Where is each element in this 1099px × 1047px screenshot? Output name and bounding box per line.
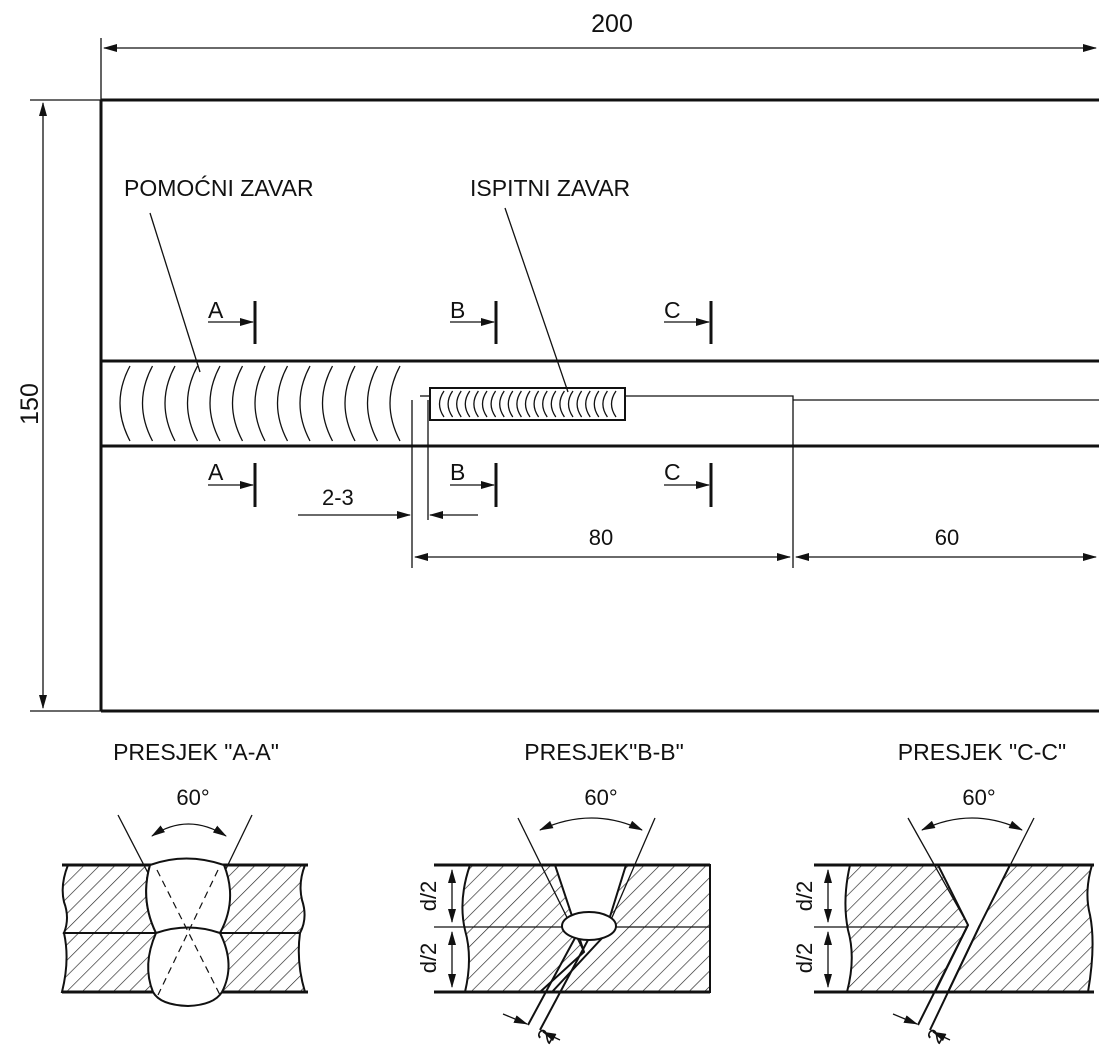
section-c-half-thickness-bottom: d/2 <box>792 943 817 974</box>
test-weld-ripple-line <box>610 390 617 418</box>
section-a-title: PRESJEK "A-A" <box>113 739 279 765</box>
test-weld-ripple-line <box>559 390 565 418</box>
section-a-a: PRESJEK "A-A" 60° <box>60 739 308 1008</box>
gap-value: 2-3 <box>322 485 354 510</box>
test-weld-ripple-line <box>473 390 479 418</box>
height-dimension: 150 <box>16 99 101 712</box>
test-weld-ripple-line <box>447 390 454 418</box>
auxiliary-weld-beads <box>119 365 401 442</box>
test-weld-ripple-line <box>464 390 471 418</box>
section-c-angle: 60° <box>962 785 995 810</box>
section-mark-c-top: C <box>664 297 713 344</box>
section-letter-b-top: B <box>450 297 465 323</box>
test-weld-ripple-line <box>602 390 608 418</box>
test-weld <box>420 387 1099 446</box>
end-length-value: 60 <box>935 525 959 550</box>
width-value: 200 <box>591 10 633 38</box>
gap-dimension: 2-3 <box>298 400 478 568</box>
section-letter-a-bottom: A <box>208 459 224 485</box>
weld-ripple-line <box>254 365 266 442</box>
auxiliary-weld-label-group: POMOĆNI ZAVAR <box>124 175 314 373</box>
weld-groove <box>101 359 1099 448</box>
weld-ripple-line <box>209 365 221 442</box>
test-weld-ripple-line <box>499 390 505 418</box>
section-c-c: PRESJEK "C-C" 60° d/2 d/2 2 <box>792 739 1094 1047</box>
section-b-half-thickness-top: d/2 <box>416 881 441 912</box>
test-weld-ripple-line <box>576 390 583 418</box>
section-a-angle: 60° <box>176 785 209 810</box>
weld-ripple-line <box>141 365 154 442</box>
test-weld-ripple-line <box>481 390 488 418</box>
weld-ripple-line <box>164 365 176 442</box>
weld-ripple-line <box>186 365 199 442</box>
weld-ripple-line <box>389 365 401 442</box>
test-weld-ripple-line <box>593 390 600 418</box>
test-weld-ripple-line <box>585 390 591 418</box>
section-b-title: PRESJEK"B-B" <box>524 739 683 765</box>
test-weld-ripple-line <box>507 390 514 418</box>
section-mark-b-top: B <box>450 297 498 344</box>
section-letter-b-bottom: B <box>450 459 465 485</box>
end-length-dimension: 60 <box>795 525 1097 561</box>
test-weld-ripple-line <box>438 390 445 418</box>
test-weld-ripple-line <box>516 390 522 418</box>
weld-ripple-line <box>321 365 334 442</box>
section-b-root-gap: 2 <box>532 1025 560 1047</box>
section-b-b: PRESJEK"B-B" 60° d/2 d/2 2 <box>416 739 711 1047</box>
section-c-title: PRESJEK "C-C" <box>898 739 1066 765</box>
height-value: 150 <box>16 383 44 425</box>
width-dimension: 200 <box>100 10 1097 100</box>
section-mark-a-top: A <box>208 297 257 344</box>
section-mark-c-bottom: C <box>664 459 713 507</box>
section-mark-a-bottom: A <box>208 459 257 507</box>
test-weld-ripple-line <box>567 390 574 418</box>
weld-ripple-line <box>119 365 131 442</box>
test-weld-ripple-line <box>550 390 557 418</box>
section-mark-b-bottom: B <box>450 459 498 507</box>
weld-ripple-line <box>299 365 311 442</box>
test-weld-label: ISPITNI ZAVAR <box>470 175 630 201</box>
section-letter-c-bottom: C <box>664 459 681 485</box>
test-length-value: 80 <box>589 525 613 550</box>
test-weld-ripple-line <box>533 390 540 418</box>
auxiliary-weld-label: POMOĆNI ZAVAR <box>124 175 314 201</box>
test-weld-ripple-line <box>542 390 548 418</box>
weld-ripple-line <box>231 365 244 442</box>
section-letter-c-top: C <box>664 297 681 323</box>
weld-ripple-line <box>344 365 356 442</box>
section-b-angle: 60° <box>584 785 617 810</box>
section-b-half-thickness-bottom: d/2 <box>416 943 441 974</box>
section-c-root-gap: 2 <box>922 1025 950 1047</box>
test-weld-ripple-line <box>490 390 497 418</box>
section-letter-a-top: A <box>208 297 224 323</box>
section-c-half-thickness-top: d/2 <box>792 881 817 912</box>
test-weld-ripple-line <box>456 390 462 418</box>
plate-outline <box>99 98 1099 713</box>
test-length-dimension: 80 <box>414 446 794 568</box>
weld-ripple-line <box>276 365 289 442</box>
test-weld-ripple-line <box>524 390 531 418</box>
weld-ripple-line <box>366 365 379 442</box>
test-weld-label-group: ISPITNI ZAVAR <box>470 175 630 393</box>
